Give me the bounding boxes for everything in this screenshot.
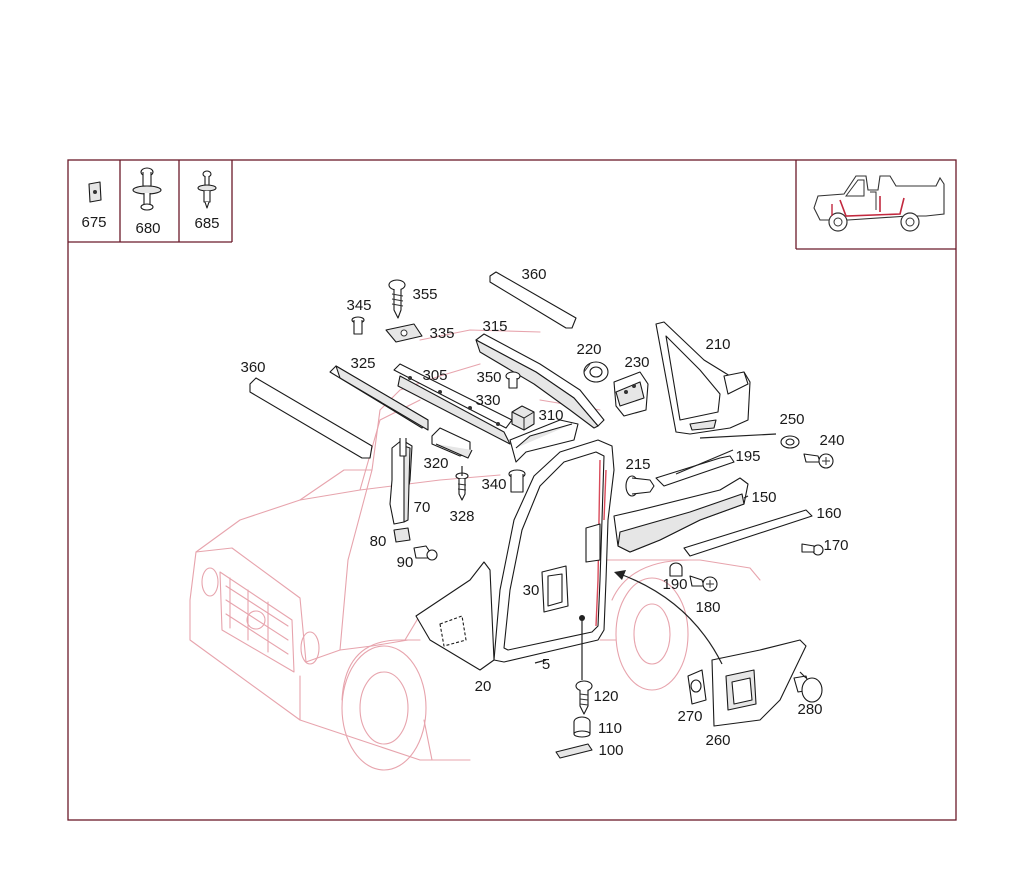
callout-100[interactable]: 100 bbox=[598, 742, 623, 759]
door-frame-5[interactable] bbox=[493, 439, 615, 663]
diagram-frame bbox=[67, 159, 957, 821]
trim-195[interactable] bbox=[655, 455, 735, 487]
vehicle-thumbnail-box[interactable] bbox=[795, 160, 956, 250]
quarter-window-frame-210[interactable] bbox=[655, 321, 751, 435]
legend-label-675[interactable]: 675 bbox=[81, 214, 106, 231]
screw-355[interactable] bbox=[388, 279, 406, 319]
block-330[interactable] bbox=[511, 405, 535, 431]
sleeve-345[interactable] bbox=[351, 316, 365, 335]
cap-220[interactable] bbox=[583, 361, 609, 383]
bracket-230[interactable] bbox=[613, 371, 649, 417]
panel-20[interactable] bbox=[415, 561, 495, 671]
push-rivet-icon bbox=[132, 167, 162, 211]
screw-240[interactable] bbox=[803, 453, 834, 469]
screw-350[interactable] bbox=[505, 371, 521, 389]
callout-20[interactable]: 20 bbox=[475, 678, 492, 695]
trim-strip-360-top[interactable] bbox=[489, 271, 577, 329]
callout-330[interactable]: 330 bbox=[475, 392, 500, 409]
callout-260[interactable]: 260 bbox=[705, 732, 730, 749]
callout-320[interactable]: 320 bbox=[423, 455, 448, 472]
latch-270[interactable] bbox=[687, 669, 707, 705]
callout-325[interactable]: 325 bbox=[350, 355, 375, 372]
callout-305[interactable]: 305 bbox=[422, 367, 447, 384]
callout-160[interactable]: 160 bbox=[816, 505, 841, 522]
callout-70[interactable]: 70 bbox=[414, 499, 431, 516]
vehicle-convertible-icon bbox=[813, 175, 945, 232]
screw-90[interactable] bbox=[413, 545, 438, 561]
callout-5[interactable]: 5 bbox=[542, 656, 550, 673]
legend-table bbox=[68, 160, 233, 243]
callout-250[interactable]: 250 bbox=[779, 411, 804, 428]
callout-195[interactable]: 195 bbox=[735, 448, 760, 465]
callout-110[interactable]: 110 bbox=[598, 720, 622, 737]
rail-315[interactable] bbox=[475, 333, 605, 429]
clip-335[interactable] bbox=[385, 323, 423, 343]
callout-230[interactable]: 230 bbox=[624, 354, 649, 371]
bush-110[interactable] bbox=[573, 716, 591, 738]
legend-label-685[interactable]: 685 bbox=[194, 215, 219, 232]
leader-lines bbox=[461, 433, 807, 680]
callout-315[interactable]: 315 bbox=[482, 318, 507, 335]
callout-120[interactable]: 120 bbox=[593, 688, 618, 705]
callout-350[interactable]: 350 bbox=[476, 369, 501, 386]
clip-icon bbox=[88, 181, 102, 203]
callout-345[interactable]: 345 bbox=[346, 297, 371, 314]
legend-label-680[interactable]: 680 bbox=[135, 220, 160, 237]
panel-260[interactable] bbox=[711, 639, 807, 727]
screw-180[interactable] bbox=[689, 575, 718, 592]
plate-100[interactable] bbox=[555, 743, 593, 759]
screw-grommet-icon bbox=[197, 170, 217, 209]
callout-30[interactable]: 30 bbox=[523, 582, 540, 599]
screw-170[interactable] bbox=[801, 543, 824, 556]
callout-360-left[interactable]: 360 bbox=[240, 359, 265, 376]
screw-120[interactable] bbox=[575, 680, 593, 715]
callout-360-top[interactable]: 360 bbox=[521, 266, 546, 283]
callout-170[interactable]: 170 bbox=[823, 537, 848, 554]
callout-335[interactable]: 335 bbox=[429, 325, 454, 342]
callout-180[interactable]: 180 bbox=[695, 599, 720, 616]
bracket-70[interactable] bbox=[389, 438, 413, 525]
screw-328[interactable] bbox=[455, 472, 469, 501]
callout-90[interactable]: 90 bbox=[397, 554, 414, 571]
callout-355[interactable]: 355 bbox=[412, 286, 437, 303]
callout-328[interactable]: 328 bbox=[449, 508, 474, 525]
callout-220[interactable]: 220 bbox=[576, 341, 601, 358]
trim-strip-160[interactable] bbox=[683, 509, 813, 557]
bumper-280[interactable] bbox=[793, 675, 823, 703]
pin-215[interactable] bbox=[625, 475, 655, 497]
trim-strip-360-left[interactable] bbox=[249, 377, 373, 459]
callout-80[interactable]: 80 bbox=[370, 533, 387, 550]
clip-80[interactable] bbox=[393, 527, 411, 543]
callout-310[interactable]: 310 bbox=[538, 407, 563, 424]
bracket-310[interactable] bbox=[509, 419, 579, 463]
callout-210[interactable]: 210 bbox=[705, 336, 730, 353]
washer-250[interactable] bbox=[780, 435, 800, 449]
rail-325[interactable] bbox=[329, 365, 429, 431]
callout-340[interactable]: 340 bbox=[481, 476, 506, 493]
sleeve-340[interactable] bbox=[508, 469, 526, 493]
trim-panel-150[interactable] bbox=[613, 477, 749, 553]
callout-270[interactable]: 270 bbox=[677, 708, 702, 725]
ghost-vehicle-outline bbox=[189, 329, 761, 771]
callout-150[interactable]: 150 bbox=[751, 489, 776, 506]
callout-190[interactable]: 190 bbox=[662, 576, 687, 593]
handle-30[interactable] bbox=[541, 565, 569, 613]
callout-215[interactable]: 215 bbox=[625, 456, 650, 473]
grommet-190[interactable] bbox=[669, 562, 683, 577]
bracket-320[interactable] bbox=[431, 427, 473, 459]
callout-240[interactable]: 240 bbox=[819, 432, 844, 449]
callout-280[interactable]: 280 bbox=[797, 701, 822, 718]
